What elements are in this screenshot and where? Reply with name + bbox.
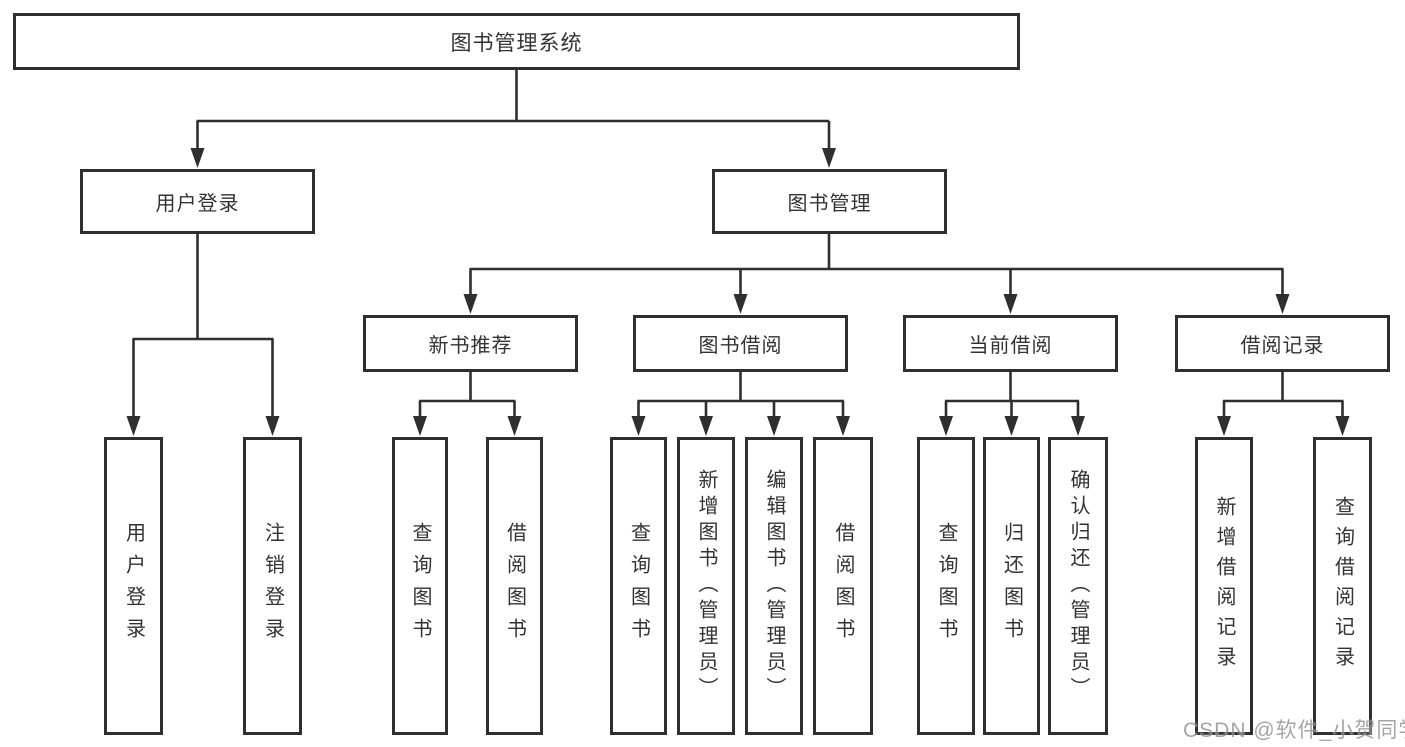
node-label: 用户登录 (155, 193, 240, 215)
leaf-borrow-books-borrowing: 借阅图书 (813, 437, 873, 735)
node-label: 编辑图书（管理员） (763, 469, 785, 703)
leaf-search-books-borrowing: 查询图书 (610, 437, 667, 735)
node-label: 图书管理 (787, 193, 872, 215)
leaf-logout: 注销登录 (243, 437, 302, 735)
leaf-user-login: 用户登录 (104, 437, 163, 735)
node-label: 借阅图书 (503, 522, 526, 650)
node-current-borrowing: 当前借阅 (903, 315, 1118, 372)
node-label: 借阅图书 (832, 522, 854, 650)
node-user-login-module: 用户登录 (80, 169, 315, 234)
leaf-return-book: 归还图书 (983, 437, 1040, 735)
leaf-borrow-books-recommend: 借阅图书 (486, 437, 543, 735)
node-label: 查询图书 (627, 522, 650, 650)
node-borrowing-records: 借阅记录 (1175, 315, 1390, 372)
node-label: 当前借阅 (968, 335, 1053, 357)
leaf-edit-book-admin: 编辑图书（管理员） (745, 437, 803, 735)
node-label: 用户登录 (122, 522, 145, 650)
leaf-search-books-current: 查询图书 (917, 437, 975, 735)
leaf-search-borrow-record: 查询借阅记录 (1313, 437, 1372, 735)
leaf-confirm-return-admin: 确认归还（管理员） (1048, 437, 1108, 735)
node-new-book-recommendation: 新书推荐 (363, 315, 578, 372)
node-label: 图书管理系统 (450, 31, 583, 55)
node-label: 新书推荐 (428, 335, 513, 357)
node-label: 确认归还（管理员） (1067, 469, 1089, 703)
node-book-management-module: 图书管理 (712, 169, 947, 234)
leaf-add-borrow-record: 新增借阅记录 (1195, 437, 1253, 735)
csdn-watermark: CSDN @软件_小贺同学 (1183, 719, 1405, 742)
node-label: 新增借阅记录 (1213, 496, 1235, 676)
node-label: 查询图书 (935, 522, 957, 650)
node-label: 新增图书（管理员） (695, 469, 717, 703)
node-label: 借阅记录 (1240, 335, 1325, 357)
node-library-management-system: 图书管理系统 (13, 13, 1020, 70)
node-label: 查询借阅记录 (1331, 496, 1354, 676)
leaf-add-book-admin: 新增图书（管理员） (677, 437, 735, 735)
node-label: 查询图书 (409, 522, 431, 650)
node-label: 图书借阅 (698, 335, 783, 357)
leaf-search-books-recommend: 查询图书 (392, 437, 448, 735)
node-label: 归还图书 (1000, 522, 1023, 650)
node-label: 注销登录 (261, 522, 284, 650)
node-book-borrowing: 图书借阅 (633, 315, 848, 372)
